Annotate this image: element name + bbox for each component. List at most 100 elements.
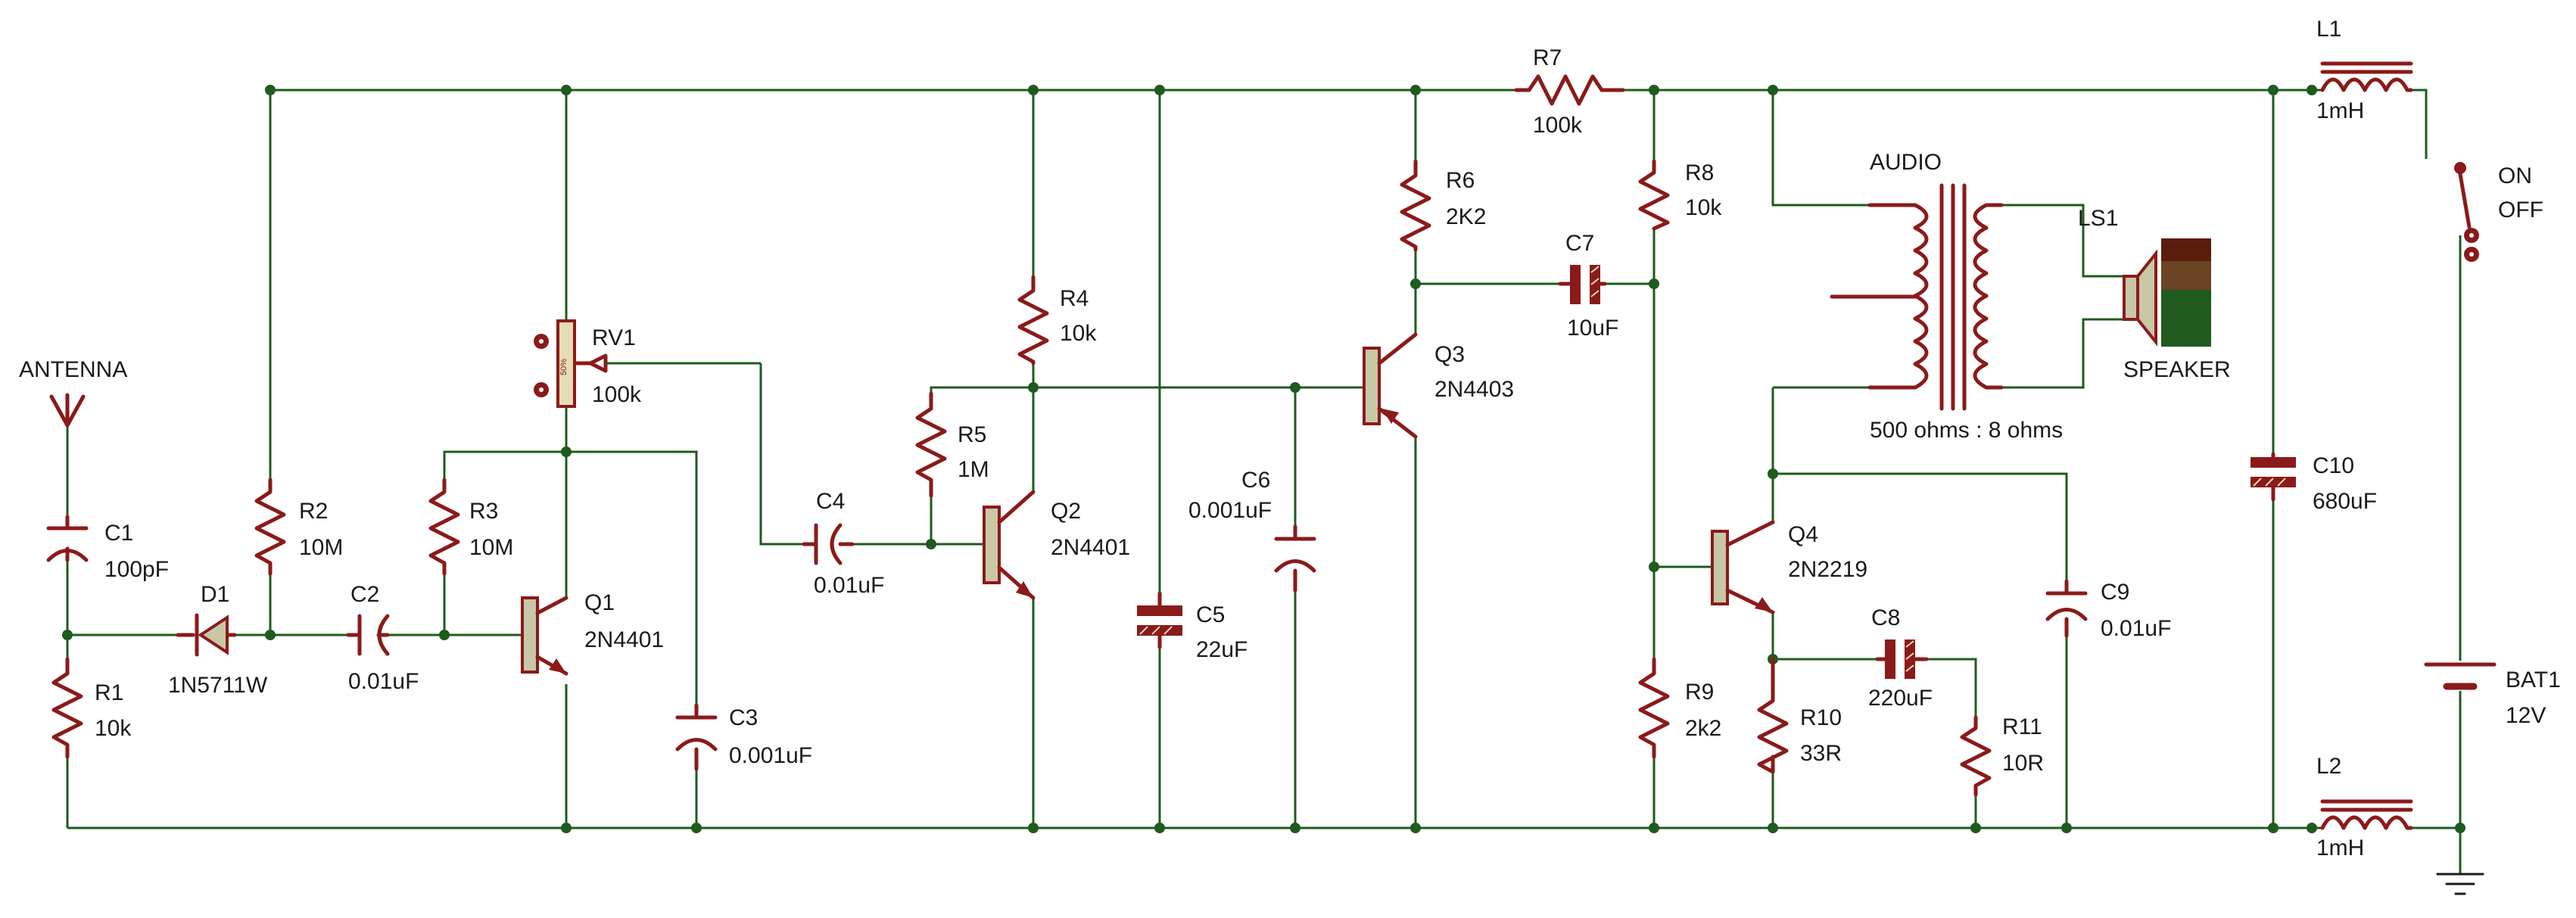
c5-value: 22uF: [1196, 637, 1248, 662]
transformer-ref: AUDIO: [1870, 150, 1942, 175]
resistor-r1: [51, 657, 83, 759]
resistor-r7: [1514, 74, 1625, 106]
l2-value: 1mH: [2316, 836, 2364, 860]
inductor-l2: [2320, 799, 2413, 830]
c6-ref: C6: [1241, 468, 1270, 493]
switch-on-label: ON: [2498, 163, 2532, 188]
resistor-r6: [1400, 159, 1431, 252]
capacitor-c8: [1875, 639, 1929, 679]
capacitor-c6: [1274, 524, 1316, 593]
resistor-r10: [1757, 657, 1789, 774]
c1-ref: C1: [104, 521, 133, 546]
c4-value: 0.01uF: [814, 573, 884, 598]
ground-symbol: [2436, 873, 2484, 895]
bat1-value: 12V: [2506, 703, 2546, 728]
d1-value: 1N5711W: [168, 673, 268, 698]
capacitor-c10: [2250, 452, 2296, 502]
q2-value: 2N4401: [1051, 535, 1130, 560]
power-switch[interactable]: [2454, 162, 2479, 262]
r11-ref: R11: [2002, 714, 2042, 739]
l1-ref: L1: [2316, 17, 2341, 42]
r6-value: 2K2: [1446, 204, 1486, 229]
r9-value: 2k2: [1685, 716, 1721, 741]
resistor-r5: [915, 391, 947, 498]
q1-value: 2N4401: [584, 627, 664, 652]
q1-ref: Q1: [584, 590, 615, 615]
transformer-value: 500 ohms : 8 ohms: [1870, 418, 2063, 443]
r5-ref: R5: [958, 422, 986, 447]
r8-ref: R8: [1685, 160, 1714, 185]
resistor-r11: [1960, 715, 1992, 797]
capacitor-c9: [2045, 579, 2088, 638]
inductor-l1: [2320, 61, 2413, 92]
q3-ref: Q3: [1434, 342, 1465, 367]
c6-value: 0.001uF: [1188, 498, 1272, 523]
c2-value: 0.01uF: [348, 669, 419, 694]
labels: ANTENNA C1 100pF R1 10k D1 1N5711W R2 10…: [19, 17, 2561, 860]
c2-ref: C2: [350, 582, 379, 607]
diode-d1: [176, 613, 237, 657]
rv1-wiper-label: 50%: [559, 359, 568, 375]
c10-value: 680uF: [2313, 489, 2377, 514]
c5-ref: C5: [1196, 602, 1225, 627]
r10-value: 33R: [1800, 741, 1842, 766]
q4-ref: Q4: [1788, 522, 1818, 547]
c7-value: 10uF: [1567, 316, 1618, 341]
c3-value: 0.001uF: [729, 743, 812, 768]
bat1-ref: BAT1: [2506, 667, 2561, 692]
r7-ref: R7: [1533, 45, 1562, 70]
rv1-value: 100k: [592, 382, 642, 407]
antenna-label: ANTENNA: [19, 357, 127, 382]
r11-value: 10R: [2002, 751, 2044, 776]
switch-off-label: OFF: [2498, 198, 2543, 222]
speaker-ls1: [2123, 238, 2211, 347]
junctions: [62, 85, 2465, 833]
q2-ref: Q2: [1051, 499, 1081, 524]
resistor-r2: [254, 478, 286, 576]
capacitor-c1: [46, 515, 89, 562]
l2-ref: L2: [2316, 754, 2341, 779]
r3-value: 10M: [469, 535, 513, 560]
r2-value: 10M: [299, 535, 343, 560]
transistor-q3: [1363, 332, 1418, 439]
r6-ref: R6: [1446, 168, 1475, 193]
c9-value: 0.01uF: [2101, 616, 2171, 641]
q3-value: 2N4403: [1434, 377, 1514, 402]
transistor-q1: [521, 596, 568, 676]
transistor-q4: [1711, 520, 1775, 615]
r4-value: 10k: [1060, 321, 1097, 346]
c10-ref: C10: [2313, 453, 2354, 478]
c1-value: 100pF: [104, 557, 169, 582]
r1-value: 10k: [95, 716, 132, 741]
resistor-r8: [1638, 159, 1670, 231]
ls1-ref: LS1: [2078, 206, 2118, 231]
c4-ref: C4: [816, 489, 845, 514]
r9-ref: R9: [1685, 680, 1714, 705]
r1-ref: R1: [95, 680, 123, 705]
r7-value: 100k: [1533, 113, 1583, 138]
c8-value: 220uF: [1868, 686, 1933, 711]
resistor-r3: [428, 478, 460, 576]
ls1-value: SPEAKER: [2123, 357, 2231, 382]
transistor-q2: [983, 490, 1036, 600]
capacitor-c4: [802, 523, 855, 565]
r5-value: 1M: [958, 457, 989, 482]
r2-ref: R2: [299, 499, 328, 524]
antenna-symbol: [49, 393, 86, 428]
d1-ref: D1: [201, 582, 229, 607]
c8-ref: C8: [1871, 605, 1900, 630]
potentiometer-rv1: 50%: [534, 319, 761, 408]
rv1-ref: RV1: [592, 325, 636, 350]
r10-ref: R10: [1800, 705, 1842, 730]
c7-ref: C7: [1565, 231, 1594, 256]
r3-ref: R3: [469, 499, 498, 524]
capacitor-c2: [346, 614, 390, 656]
resistor-r4: [1017, 275, 1049, 366]
r8-value: 10k: [1685, 195, 1722, 220]
r4-ref: R4: [1060, 286, 1089, 311]
capacitor-c5: [1137, 591, 1182, 649]
capacitor-c3: [675, 703, 718, 771]
l1-value: 1mH: [2316, 98, 2364, 123]
resistor-r9: [1638, 657, 1670, 759]
